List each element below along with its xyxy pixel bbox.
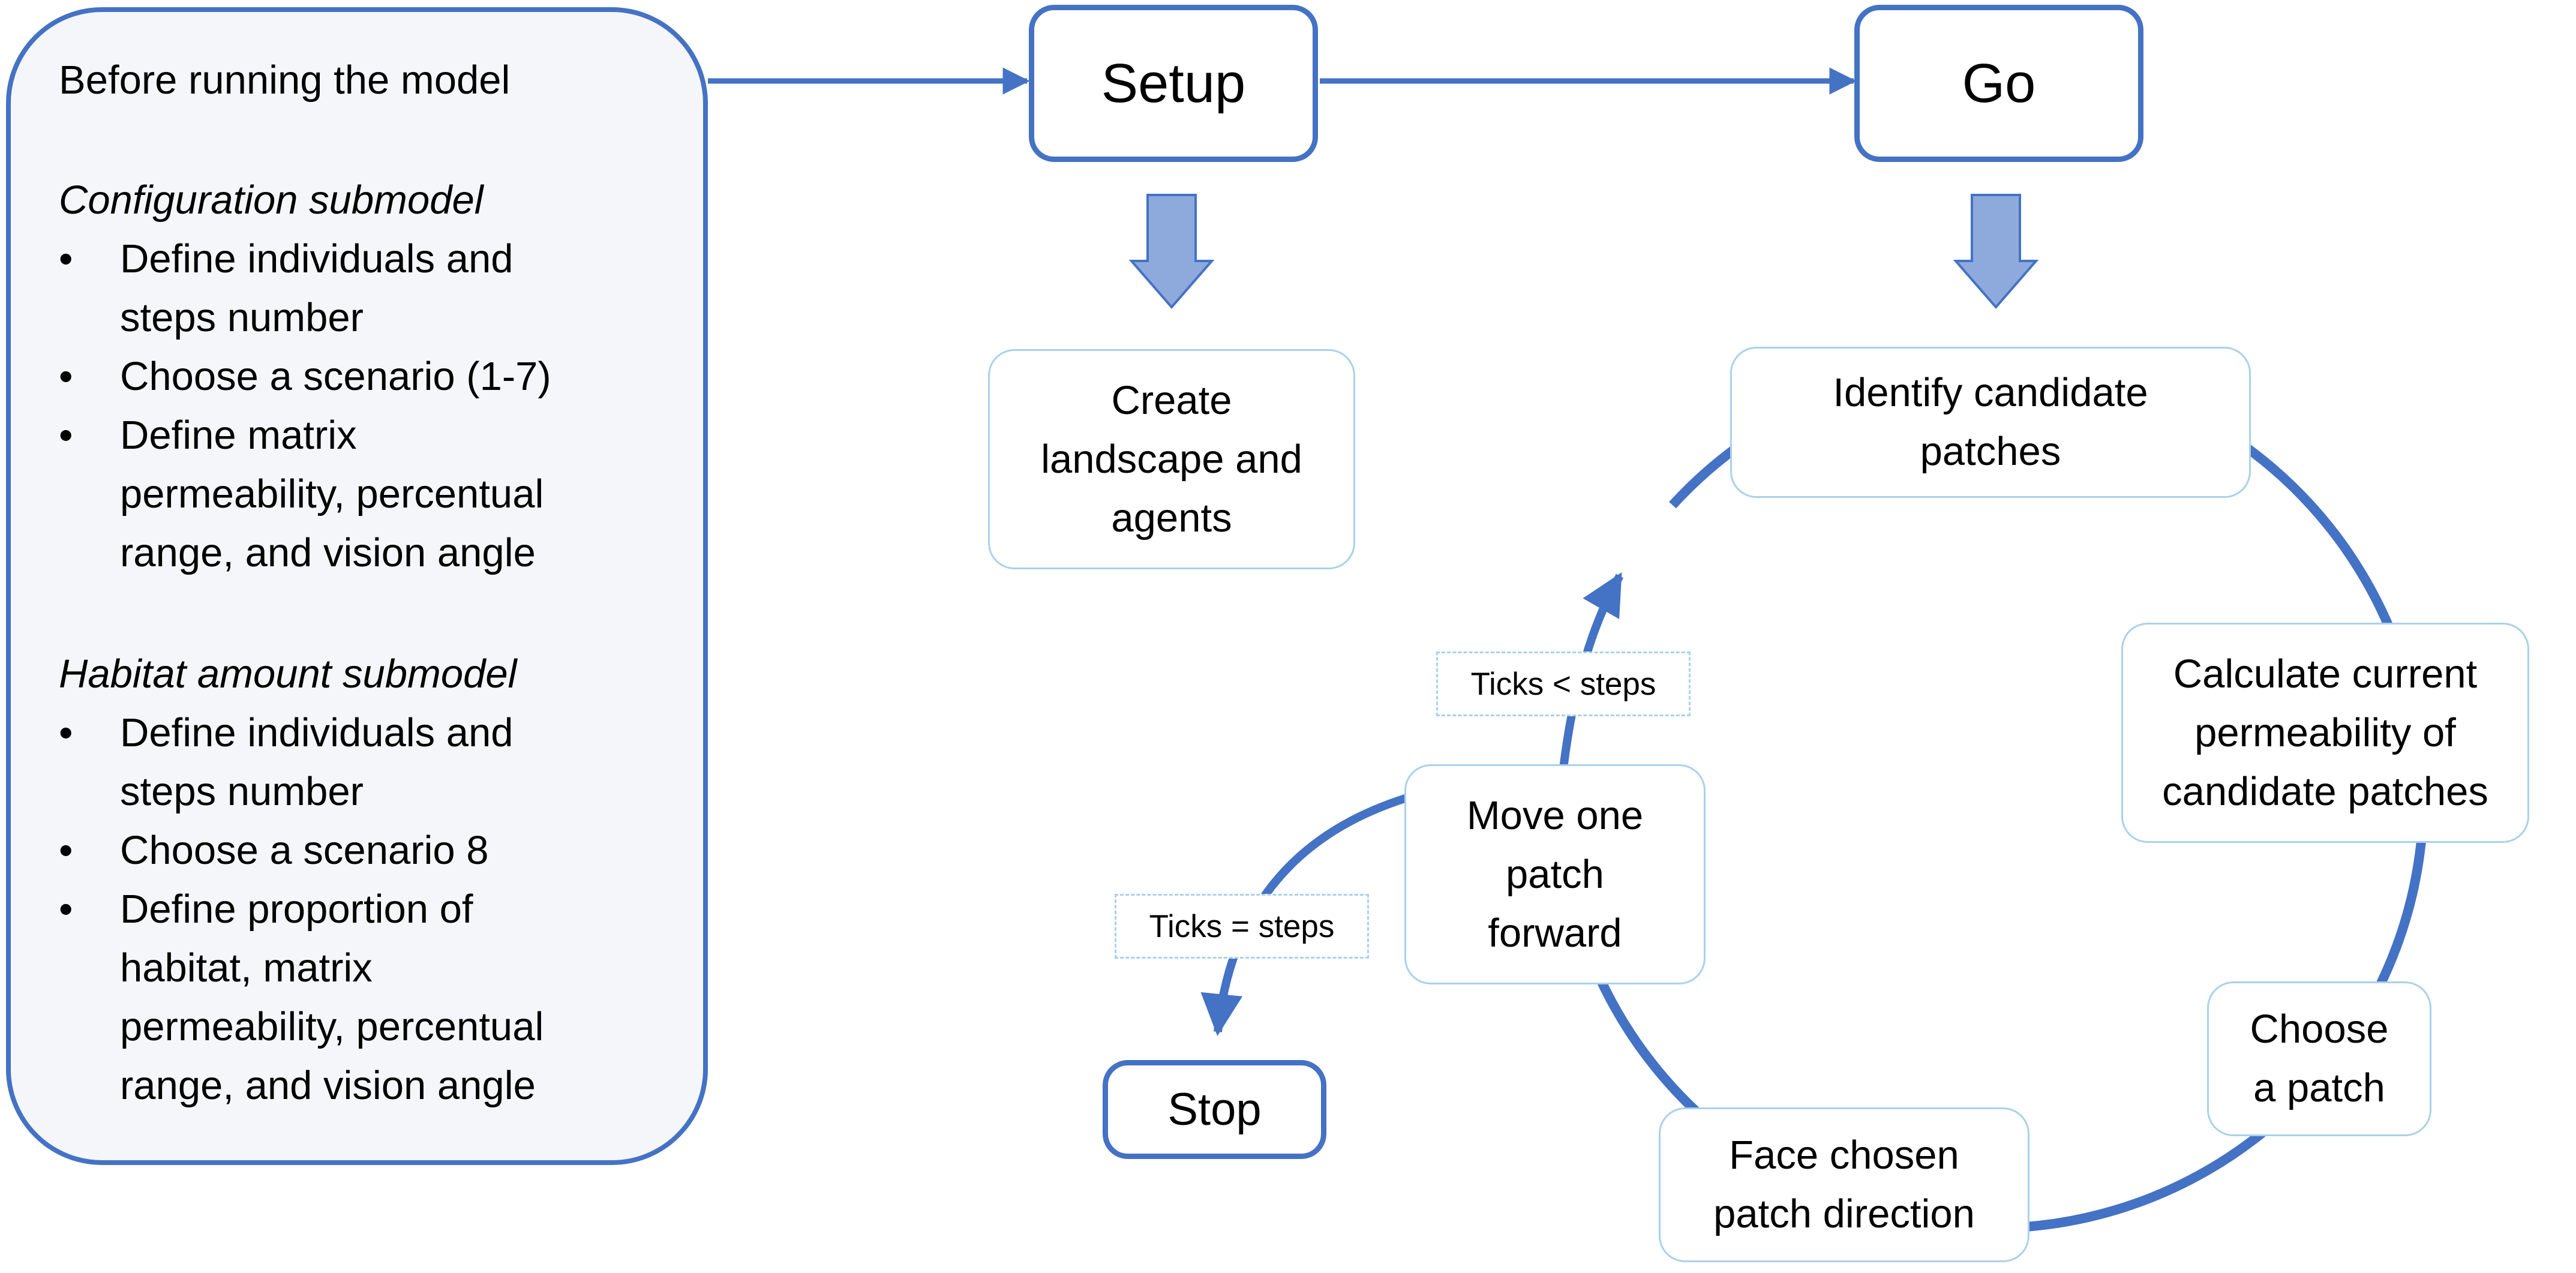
bullet-glyph: •: [59, 710, 73, 755]
node-line: a patch: [2253, 1065, 2385, 1110]
node-line: Move one: [1466, 792, 1644, 838]
node-line: Face chosen: [1729, 1133, 1959, 1178]
move-forward-box: Move one patch forward: [1404, 764, 1706, 984]
create-landscape-box: Create landscape and agents: [988, 349, 1355, 569]
go-box: Go: [1854, 5, 2143, 162]
down-arrow-go: [1953, 194, 2039, 310]
condition-label: Ticks < steps: [1470, 666, 1656, 702]
setup-box: Setup: [1029, 5, 1318, 162]
habitat-bullet-text: steps number: [120, 769, 364, 814]
config-bullet-text: range, and vision angle: [120, 530, 536, 575]
node-line: candidate patches: [2162, 768, 2488, 814]
down-arrow-setup: [1128, 194, 1215, 310]
bullet-glyph: •: [59, 828, 73, 873]
bullet-glyph: •: [59, 887, 73, 932]
go-label: Go: [1962, 52, 2036, 114]
panel-title: Before running the model: [59, 58, 511, 103]
node-line: Create: [1111, 377, 1232, 423]
pre-run-panel: [6, 7, 708, 1165]
setup-label: Setup: [1101, 52, 1246, 114]
node-line: landscape and: [1041, 436, 1302, 482]
node-line: Choose: [2250, 1007, 2389, 1052]
bullet-glyph: •: [59, 354, 73, 399]
stop-box: Stop: [1103, 1060, 1326, 1159]
node-line: patch: [1506, 851, 1604, 897]
config-bullet-text: permeability, percentual: [120, 472, 544, 517]
habitat-heading: Habitat amount submodel: [59, 651, 517, 696]
loop-arrow-stop: [1200, 794, 1409, 1036]
habitat-bullet-text: Choose a scenario 8: [120, 828, 489, 873]
node-line: forward: [1488, 910, 1622, 956]
config-bullet-text: steps number: [120, 295, 364, 340]
node-line: patches: [1920, 429, 2061, 474]
calculate-permeability-box: Calculate current permeability of candid…: [2121, 623, 2529, 843]
habitat-bullet-text: permeability, percentual: [120, 1004, 544, 1049]
bullet-glyph: •: [59, 236, 73, 281]
node-line: patch direction: [1713, 1191, 1975, 1236]
condition-ticks-less-than-steps: Ticks < steps: [1436, 651, 1691, 716]
node-line: agents: [1111, 495, 1232, 541]
stop-label: Stop: [1167, 1084, 1262, 1135]
habitat-bullet-text: Define proportion of: [120, 887, 473, 932]
node-line: Calculate current: [2173, 651, 2478, 696]
node-line: Identify candidate: [1833, 370, 2148, 415]
condition-ticks-equal-steps: Ticks = steps: [1115, 894, 1369, 959]
habitat-bullet-text: habitat, matrix: [120, 945, 373, 990]
identify-candidate-box: Identify candidate patches: [1730, 347, 2251, 498]
config-bullet-text: Choose a scenario (1-7): [120, 354, 551, 399]
condition-label: Ticks = steps: [1149, 908, 1335, 944]
habitat-bullet-text: range, and vision angle: [120, 1063, 536, 1108]
configuration-heading: Configuration submodel: [59, 178, 484, 223]
choose-patch-box: Choose a patch: [2207, 981, 2431, 1136]
node-line: permeability of: [2194, 710, 2456, 755]
habitat-bullet-text: Define individuals and: [120, 710, 514, 755]
config-bullet-text: Define individuals and: [120, 236, 514, 281]
config-bullet-text: Define matrix: [120, 413, 357, 458]
bullet-glyph: •: [59, 413, 73, 458]
face-direction-box: Face chosen patch direction: [1659, 1107, 2029, 1262]
